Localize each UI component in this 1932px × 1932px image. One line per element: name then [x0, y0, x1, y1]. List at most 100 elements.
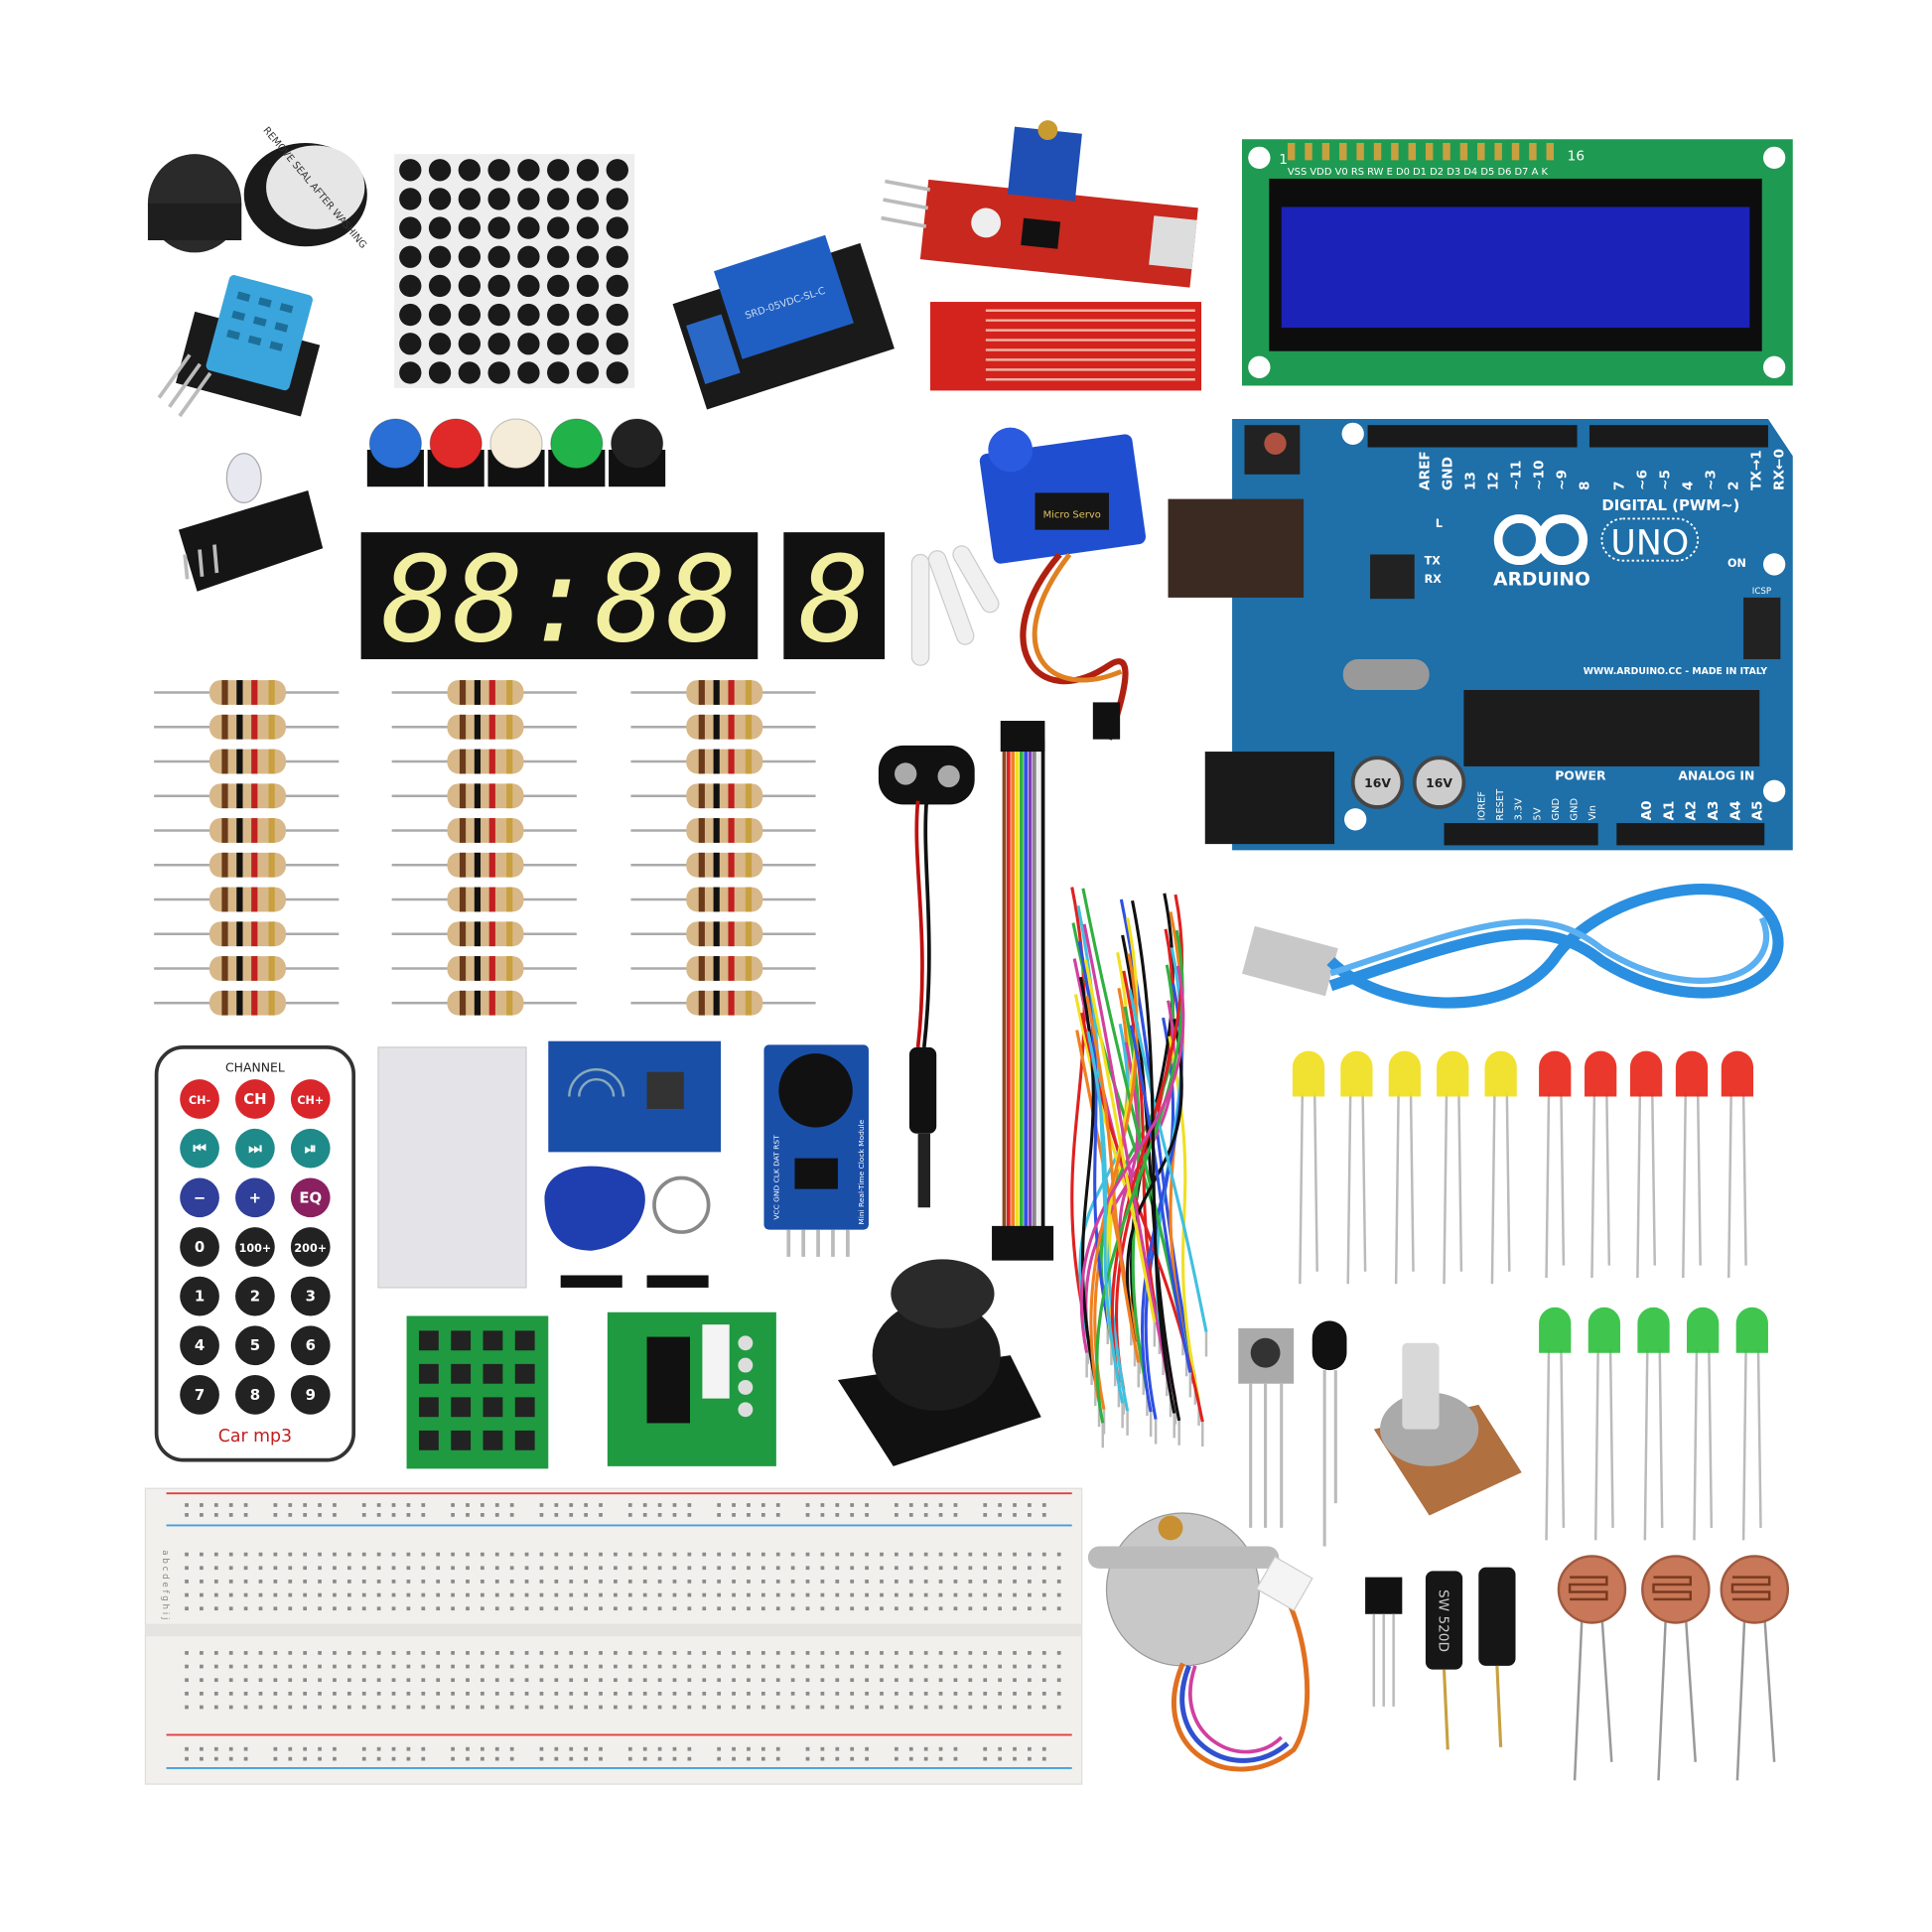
breadboard-hole: [747, 1664, 751, 1669]
resistor-body: [447, 852, 524, 878]
breadboard-hole: [672, 1606, 677, 1611]
analog-pin-label: A3: [1706, 800, 1722, 820]
breadboard-hole: [998, 1756, 1002, 1761]
digital-pin-label: 8: [1577, 481, 1592, 490]
breadboard-hole: [318, 1664, 322, 1669]
breadboard-hole: [657, 1746, 662, 1751]
breadboard-hole: [200, 1756, 204, 1761]
breadboard-hole: [273, 1678, 278, 1683]
digital-pin-label: AREF: [1418, 451, 1434, 490]
analog-pin-label: A0: [1639, 800, 1655, 820]
breadboard-hole: [998, 1664, 1002, 1669]
dht11-sensor: [157, 275, 321, 418]
breadboard-hole: [554, 1691, 559, 1696]
breadboard-hole: [702, 1664, 707, 1669]
stepper-motor-28byj48: [1087, 1512, 1313, 1772]
breadboard-hole: [554, 1580, 559, 1584]
breadboard-hole: [983, 1503, 988, 1507]
breadboard-hole: [790, 1566, 795, 1571]
breadboard-hole: [554, 1705, 559, 1710]
breadboard-hole: [614, 1678, 618, 1683]
breadboard-hole: [732, 1566, 736, 1571]
breadboard-hole: [702, 1592, 707, 1597]
resistor-band: [459, 818, 467, 843]
keypad-button: [514, 1330, 535, 1351]
breadboard-hole: [524, 1705, 529, 1710]
breadboard-hole: [627, 1691, 632, 1696]
breadboard-hole: [451, 1580, 455, 1584]
servo-label: Micro Servo: [1043, 509, 1101, 520]
breadboard-hole: [539, 1592, 544, 1597]
matrix-dot: [517, 245, 540, 268]
matrix-dot: [576, 216, 600, 239]
digital-pin-label: ~10: [1531, 461, 1547, 490]
breadboard-hole: [258, 1691, 263, 1696]
breadboard-hole: [820, 1746, 825, 1751]
breadboard-hole: [481, 1664, 484, 1669]
breadboard-hole: [895, 1691, 898, 1696]
breadboard-hole: [642, 1580, 647, 1584]
resistor-body: [208, 783, 286, 809]
breadboard-hole: [850, 1691, 855, 1696]
breadboard-hole: [185, 1606, 189, 1611]
breadboard-hole: [732, 1580, 736, 1584]
breadboard-hole: [1041, 1503, 1046, 1507]
resistor-band: [459, 749, 467, 774]
breadboard-hole: [642, 1746, 647, 1751]
breadboard-hole: [923, 1592, 928, 1597]
breadboard-hole: [627, 1606, 632, 1611]
breadboard-hole: [228, 1746, 233, 1751]
remote-key: [290, 1276, 331, 1316]
breadboard-hole: [481, 1691, 484, 1696]
breadboard-hole: [627, 1651, 632, 1655]
matrix-dot: [487, 188, 510, 210]
breadboard-hole: [850, 1746, 855, 1751]
icsp-label: ICSP: [1752, 587, 1771, 597]
breadboard-hole: [657, 1566, 662, 1571]
breadboard-hole: [421, 1664, 426, 1669]
breadboard-hole: [333, 1552, 337, 1557]
breadboard-hole: [820, 1513, 825, 1517]
resistor-band: [236, 921, 243, 947]
breadboard-hole: [406, 1513, 411, 1517]
breadboard-hole: [895, 1552, 898, 1557]
potentiometer: [1373, 1342, 1522, 1516]
breadboard-hole: [732, 1503, 736, 1507]
lcd-pin: [1373, 142, 1382, 161]
breadboard-hole: [436, 1606, 441, 1611]
breadboard-hole: [998, 1651, 1002, 1655]
breadboard-hole: [376, 1513, 381, 1517]
breadboard-hole: [421, 1503, 426, 1507]
breadboard-hole: [968, 1606, 973, 1611]
resistor-body: [686, 783, 763, 809]
breadboard-hole: [333, 1756, 337, 1761]
resistor-band: [745, 921, 753, 947]
breadboard-hole: [569, 1592, 574, 1597]
breadboard-hole: [569, 1705, 574, 1710]
breadboard-hole: [642, 1651, 647, 1655]
breadboard-hole: [346, 1678, 351, 1683]
breadboard-hole: [288, 1580, 293, 1584]
breadboard-hole: [998, 1580, 1002, 1584]
breadboard-hole: [1041, 1746, 1046, 1751]
breadboard-hole: [318, 1580, 322, 1584]
matrix-dot: [606, 159, 628, 182]
breadboard-hole: [1041, 1566, 1046, 1571]
keypad-button: [483, 1330, 503, 1351]
breadboard-hole: [657, 1678, 662, 1683]
breadboard-hole: [524, 1580, 529, 1584]
usb-b-port[interactable]: [1168, 498, 1305, 598]
breadboard-hole: [908, 1503, 913, 1507]
breadboard-hole: [303, 1566, 308, 1571]
breadboard-hole: [1041, 1513, 1046, 1517]
breadboard-hole: [805, 1678, 810, 1683]
matrix-dot: [458, 216, 482, 239]
breadboard-hole: [614, 1664, 618, 1669]
resistor-body: [686, 852, 763, 878]
lcd-pin: [1287, 142, 1296, 161]
resistor-band: [251, 818, 258, 843]
breadboard-hole: [376, 1606, 381, 1611]
breadboard-hole: [494, 1513, 499, 1517]
led-lead: [1726, 1092, 1732, 1279]
breadboard-hole: [865, 1651, 869, 1655]
